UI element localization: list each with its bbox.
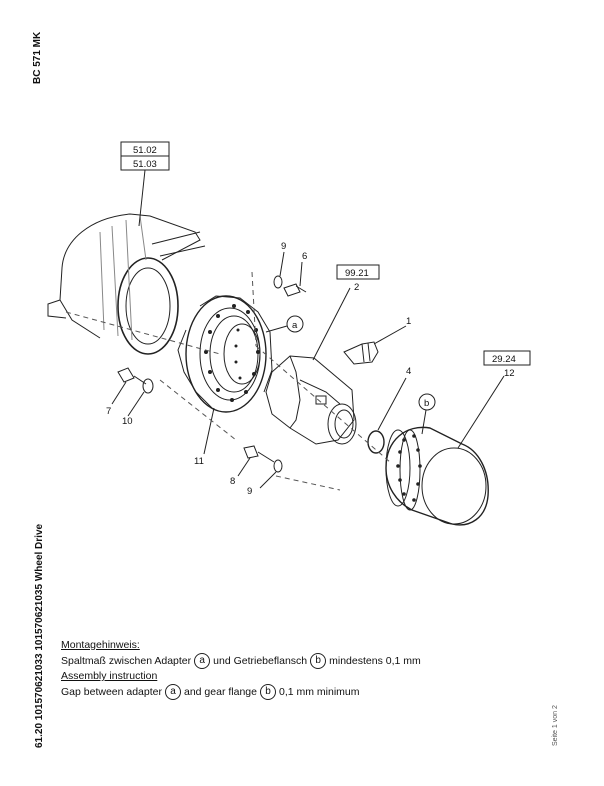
washer-10-illustration [127,378,154,417]
callout-box-99-21 [336,264,380,280]
callout-51-02: 51.02 [133,145,157,156]
notes-de-text-3: mindestens 0,1 mm [329,654,421,667]
callout-8: 8 [230,476,235,487]
notes-de-callout-a: a [194,653,211,669]
bolt-7-illustration [111,367,147,405]
callout-11: 11 [194,456,204,467]
callout-b: b [424,398,429,409]
callout-9-bottom: 9 [247,486,252,497]
retaining-ring-illustration [367,377,407,454]
callout-2: 2 [354,282,359,293]
notes-title-en: Assembly instruction [61,670,158,682]
assembly-notes: Montagehinweis: Spaltmaß zwischen Adapte… [61,638,421,700]
notes-de-text-1: Spaltmaß zwischen Adapter [61,654,192,667]
gearbox-illustration [385,375,505,526]
adapter-flange-illustration [177,295,273,455]
callout-6: 6 [302,251,307,262]
washer-9-top-illustration [273,251,285,289]
notes-title-de: Montagehinweis: [61,639,140,651]
callout-7: 7 [106,406,111,417]
washer-9-bottom-illustration [259,459,283,489]
callout-9-top: 9 [281,241,286,252]
callout-4: 4 [406,366,411,377]
callout-b-circle [418,393,436,411]
callout-box-29-24 [483,350,531,366]
notes-en-text-3: 0,1 mm minimum [278,685,360,698]
callout-a: a [292,320,298,331]
callout-1: 1 [406,316,411,327]
callout-29-24: 29.24 [492,354,516,365]
plug-illustration [343,325,407,365]
notes-en-text-2: and gear flange [184,685,257,698]
callout-99-21: 99.21 [345,268,369,279]
bolt-8-illustration [237,445,275,477]
notes-de-text-2: und Getriebeflansch [213,654,308,667]
notes-en-callout-b: b [259,684,276,700]
callout-box-51 [120,141,170,227]
wheel-rim-illustration [47,213,206,355]
notes-en-callout-a: a [165,684,181,700]
callout-10: 10 [122,416,133,427]
hydraulic-motor-illustration [265,287,357,445]
callout-12: 12 [504,368,515,379]
callout-a-circle [286,315,304,333]
notes-de-callout-b: b [310,653,327,669]
callout-51-03: 51.03 [133,159,157,170]
bolt-6-illustration [283,261,307,297]
notes-en-text-1: Gap between adapter [61,685,162,698]
